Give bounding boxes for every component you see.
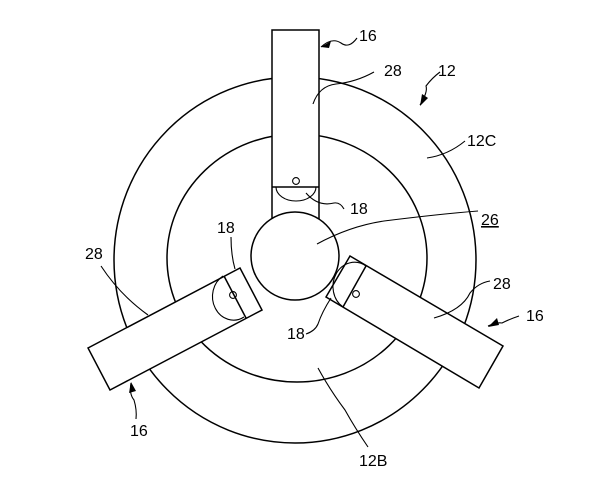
arm-left bbox=[88, 268, 262, 390]
label-28-left: 28 bbox=[85, 246, 103, 263]
arm-right bbox=[326, 256, 503, 388]
label-12B: 12B bbox=[359, 453, 387, 470]
label-16-top: 16 bbox=[359, 28, 377, 45]
label-18-right: 18 bbox=[287, 326, 305, 343]
label-28-right: 28 bbox=[493, 276, 511, 293]
label-18-left: 18 bbox=[217, 220, 235, 237]
label-12: 12 bbox=[438, 63, 456, 80]
label-12C: 12C bbox=[467, 133, 496, 150]
arm-top bbox=[272, 30, 319, 242]
label-28-top: 28 bbox=[384, 63, 402, 80]
label-18-top: 18 bbox=[350, 201, 368, 218]
label-26: 26 bbox=[481, 212, 499, 229]
label-16-right: 16 bbox=[526, 308, 544, 325]
label-16-left: 16 bbox=[130, 423, 148, 440]
hub bbox=[251, 212, 339, 300]
